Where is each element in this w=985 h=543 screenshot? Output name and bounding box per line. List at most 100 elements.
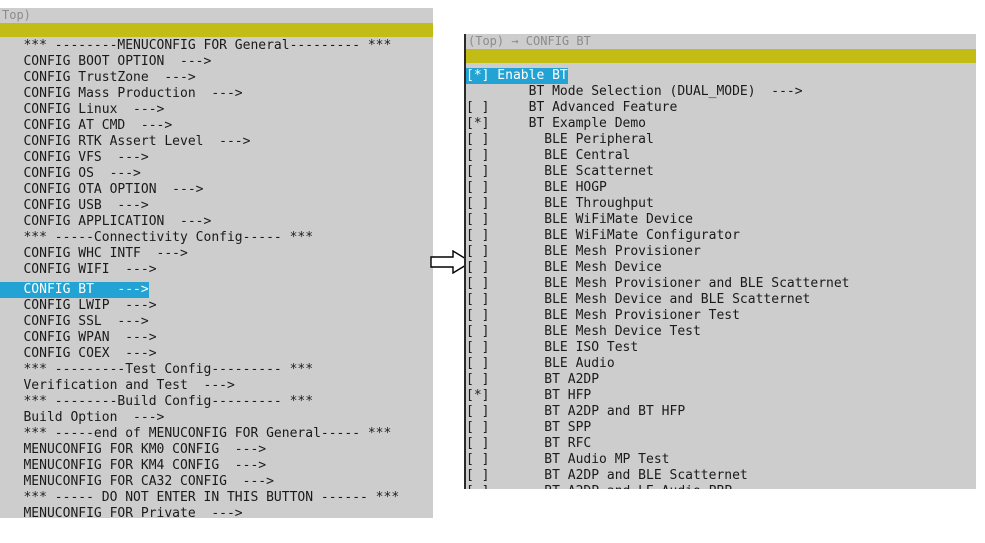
bt-menu-row-item[interactable]: [ ] BT SPP (466, 420, 592, 435)
top-menu-row-item[interactable]: CONFIG APPLICATION ---> (0, 214, 212, 229)
bt-menu-row-selected[interactable]: [*] Enable BT (466, 68, 568, 84)
top-menu-row[interactable]: CONFIG COEX ---> (0, 346, 433, 362)
bt-menu-row[interactable]: [*] BT Example Demo (466, 116, 976, 132)
top-menu-row[interactable]: *** ---------Test Config--------- *** (0, 362, 433, 378)
bt-menu-row-item[interactable]: [ ] BLE HOGP (466, 180, 607, 195)
top-menu-row[interactable]: CONFIG BT ---> (0, 278, 433, 298)
top-menu-row[interactable]: CONFIG USB ---> (0, 198, 433, 214)
bt-menu-row-item[interactable]: [ ] BT A2DP (466, 372, 600, 387)
bt-menu-row[interactable]: [*] Enable BT (466, 64, 976, 84)
left-panel-menu-list[interactable]: *** --------MENUCONFIG FOR General------… (0, 37, 433, 518)
top-menu-row[interactable]: CONFIG APPLICATION ---> (0, 214, 433, 230)
bt-menu-row-item[interactable]: [ ] BLE Mesh Provisioner Test (466, 308, 740, 323)
top-menu-row-item[interactable]: CONFIG Linux ---> (0, 102, 165, 117)
top-menu-row-item[interactable]: CONFIG USB ---> (0, 198, 149, 213)
bt-menu-row[interactable]: [ ] BT A2DP and BLE Scatternet (466, 468, 976, 484)
bt-menu-row-item[interactable]: [ ] BLE WiFiMate Device (466, 212, 693, 227)
top-menu-row[interactable]: CONFIG BOOT OPTION ---> (0, 54, 433, 70)
top-menu-row-item[interactable]: CONFIG Mass Production ---> (0, 86, 243, 101)
top-menu-row-item[interactable]: CONFIG WHC INTF ---> (0, 246, 188, 261)
top-menu-row[interactable]: CONFIG OTA OPTION ---> (0, 182, 433, 198)
bt-menu-row[interactable]: [ ] BLE HOGP (466, 180, 976, 196)
top-menu-row-item[interactable]: CONFIG COEX ---> (0, 346, 157, 361)
top-menu-row-item[interactable]: CONFIG RTK Assert Level ---> (0, 134, 251, 149)
bt-menu-row[interactable]: [ ] BT Audio MP Test (466, 452, 976, 468)
menuconfig-bt-panel[interactable]: (Top) → CONFIG BT [*] Enable BT BT Mode … (464, 34, 976, 489)
top-menu-row-item[interactable]: Verification and Test ---> (0, 378, 235, 393)
bt-menu-row-item[interactable]: [ ] BLE Peripheral (466, 132, 654, 147)
top-menu-row-item[interactable]: CONFIG OTA OPTION ---> (0, 182, 204, 197)
bt-menu-row[interactable]: [ ] BLE ISO Test (466, 340, 976, 356)
bt-menu-row-item[interactable]: [ ] BT Audio MP Test (466, 452, 670, 467)
top-menu-row[interactable]: CONFIG WIFI ---> (0, 262, 433, 278)
top-menu-row-item[interactable]: Build Option ---> (0, 410, 165, 425)
top-menu-row[interactable]: *** --------Build Config--------- *** (0, 394, 433, 410)
bt-menu-row-item[interactable]: [ ] BLE Mesh Provisioner and BLE Scatter… (466, 276, 850, 291)
top-menu-row-item[interactable]: CONFIG OS ---> (0, 166, 141, 181)
top-menu-row[interactable]: Verification and Test ---> (0, 378, 433, 394)
top-menu-row-selected[interactable]: CONFIG BT ---> (0, 282, 149, 298)
bt-menu-row[interactable]: [ ] BLE WiFiMate Configurator (466, 228, 976, 244)
top-menu-row[interactable]: CONFIG OS ---> (0, 166, 433, 182)
top-menu-row[interactable]: CONFIG WHC INTF ---> (0, 246, 433, 262)
bt-menu-row[interactable]: [ ] BLE Mesh Provisioner Test (466, 308, 976, 324)
bt-menu-row[interactable]: [ ] BT A2DP (466, 372, 976, 388)
top-menu-row[interactable]: *** ----- DO NOT ENTER IN THIS BUTTON --… (0, 490, 433, 506)
top-menu-row-item[interactable]: *** -----Connectivity Config----- *** (0, 230, 314, 245)
bt-menu-row-item[interactable]: [ ] BT A2DP and BLE Scatternet (466, 468, 748, 483)
bt-menu-row[interactable]: [ ] BLE Mesh Provisioner and BLE Scatter… (466, 276, 976, 292)
bt-menu-row-item[interactable]: [ ] BLE Mesh Device and BLE Scatternet (466, 292, 811, 307)
bt-menu-row-item[interactable]: [ ] BT Advanced Feature (466, 100, 678, 115)
top-menu-row[interactable]: *** -----Connectivity Config----- *** (0, 230, 433, 246)
top-menu-row-item[interactable]: *** --------MENUCONFIG FOR General------… (0, 38, 392, 53)
top-menu-row-item[interactable]: CONFIG AT CMD ---> (0, 118, 173, 133)
bt-menu-row[interactable]: [ ] BT A2DP and BT HFP (466, 404, 976, 420)
top-menu-row-item[interactable]: CONFIG TrustZone ---> (0, 70, 196, 85)
top-menu-row[interactable]: *** -----end of MENUCONFIG FOR General--… (0, 426, 433, 442)
bt-menu-row[interactable]: [*] BT HFP (466, 388, 976, 404)
bt-menu-row-item[interactable]: [ ] BLE Scatternet (466, 164, 654, 179)
top-menu-row-item[interactable]: *** -----end of MENUCONFIG FOR General--… (0, 426, 392, 441)
bt-menu-row-item[interactable]: [ ] BLE Mesh Device (466, 260, 662, 275)
top-menu-row-item[interactable]: CONFIG BOOT OPTION ---> (0, 54, 212, 69)
bt-menu-row[interactable]: [ ] BLE Mesh Provisioner (466, 244, 976, 260)
bt-menu-row-item[interactable]: [ ] BLE Mesh Device Test (466, 324, 701, 339)
bt-menu-row[interactable]: [ ] BLE Mesh Device Test (466, 324, 976, 340)
bt-menu-row-item[interactable]: [*] BT HFP (466, 388, 592, 403)
menuconfig-top-panel[interactable]: Top) *** --------MENUCONFIG FOR General-… (0, 8, 433, 518)
bt-menu-row-item[interactable]: [ ] BLE Mesh Provisioner (466, 244, 701, 259)
bt-menu-row-item[interactable]: [ ] BT RFC (466, 436, 592, 451)
bt-menu-row[interactable]: [ ] BT RFC (466, 436, 976, 452)
top-menu-row[interactable]: CONFIG TrustZone ---> (0, 70, 433, 86)
top-menu-row-item[interactable]: MENUCONFIG FOR KM4 CONFIG ---> (0, 458, 267, 473)
top-menu-row[interactable]: *** --------MENUCONFIG FOR General------… (0, 38, 433, 54)
top-menu-row-item[interactable]: MENUCONFIG FOR CA32 CONFIG ---> (0, 474, 274, 489)
bt-menu-row-item[interactable]: [ ] BLE WiFiMate Configurator (466, 228, 740, 243)
bt-menu-row-item[interactable]: BT Mode Selection (DUAL_MODE) ---> (466, 84, 803, 99)
top-menu-row[interactable]: CONFIG WPAN ---> (0, 330, 433, 346)
bt-menu-row[interactable]: [ ] BLE Mesh Device (466, 260, 976, 276)
right-panel-menu-list[interactable]: [*] Enable BT BT Mode Selection (DUAL_MO… (466, 63, 976, 489)
top-menu-row[interactable]: CONFIG LWIP ---> (0, 298, 433, 314)
top-menu-row[interactable]: MENUCONFIG FOR KM0 CONFIG ---> (0, 442, 433, 458)
bt-menu-row[interactable]: BT Mode Selection (DUAL_MODE) ---> (466, 84, 976, 100)
bt-menu-row-item[interactable]: [ ] BT A2DP and LE Audio PBP (466, 484, 976, 489)
top-menu-row-item[interactable]: CONFIG WPAN ---> (0, 330, 157, 345)
top-menu-row[interactable]: MENUCONFIG FOR KM4 CONFIG ---> (0, 458, 433, 474)
top-menu-row[interactable]: CONFIG SSL ---> (0, 314, 433, 330)
top-menu-row-item[interactable]: *** --------Build Config--------- *** (0, 394, 314, 409)
bt-menu-row-item[interactable]: [*] BT Example Demo (466, 116, 647, 131)
top-menu-row-item[interactable]: *** ----- DO NOT ENTER IN THIS BUTTON --… (0, 490, 400, 505)
top-menu-row[interactable]: MENUCONFIG FOR CA32 CONFIG ---> (0, 474, 433, 490)
bt-menu-row[interactable]: [ ] BLE Mesh Device and BLE Scatternet (466, 292, 976, 308)
bt-menu-row[interactable]: [ ] BLE Central (466, 148, 976, 164)
top-menu-row[interactable]: Build Option ---> (0, 410, 433, 426)
top-menu-row-item[interactable]: CONFIG LWIP ---> (0, 298, 157, 313)
bt-menu-row[interactable]: [ ] BLE Scatternet (466, 164, 976, 180)
top-menu-row[interactable]: CONFIG AT CMD ---> (0, 118, 433, 134)
top-menu-row-item[interactable]: *** ---------Test Config--------- *** (0, 362, 314, 377)
bt-menu-row-item[interactable]: [ ] BLE Throughput (466, 196, 654, 211)
top-menu-row[interactable]: CONFIG Linux ---> (0, 102, 433, 118)
bt-menu-row[interactable]: [ ] BT A2DP and LE Audio PBP (466, 484, 976, 489)
top-menu-row[interactable]: MENUCONFIG FOR Private ---> (0, 506, 433, 518)
